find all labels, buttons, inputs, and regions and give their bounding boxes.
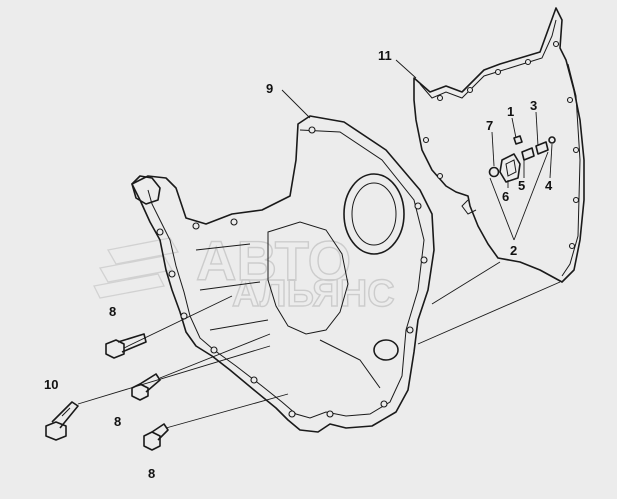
watermark-logo: АВТО АЛЬЯНС	[93, 228, 395, 316]
callout-11[interactable]: 11	[378, 48, 392, 63]
callout-1[interactable]: 1	[507, 104, 514, 119]
callout-9[interactable]: 9	[266, 81, 273, 96]
fitting-assembly[interactable]	[488, 135, 556, 183]
watermark-line-1: АВТО	[196, 229, 351, 292]
callout-8-middle[interactable]: 8	[114, 414, 121, 429]
valve-body-part-6[interactable]	[499, 153, 521, 183]
cap-part-1[interactable]	[513, 135, 523, 145]
bolt-part-8-upper[interactable]	[105, 333, 147, 359]
callout-4[interactable]: 4	[545, 178, 553, 193]
o-ring-part-7[interactable]	[488, 166, 500, 178]
callout-5[interactable]: 5	[518, 178, 525, 193]
callout-7[interactable]: 7	[486, 118, 493, 133]
spring-part-5[interactable]	[521, 147, 535, 161]
callout-8-upper[interactable]: 8	[109, 304, 116, 319]
callout-10[interactable]: 10	[44, 377, 58, 392]
callout-2[interactable]: 2	[510, 243, 517, 258]
gasket-part-11[interactable]	[413, 7, 585, 283]
bolt-part-8-lower[interactable]	[143, 423, 169, 451]
leader-lines	[77, 59, 561, 429]
bolt-part-8-middle[interactable]	[131, 373, 161, 401]
housing-part-9[interactable]	[131, 115, 435, 433]
watermark-line-2: АЛЬЯНС	[232, 273, 395, 315]
bolt-part-10[interactable]	[45, 401, 79, 441]
callout-6[interactable]: 6	[502, 189, 509, 204]
plug-part-3[interactable]	[535, 141, 549, 155]
callout-labels: 9 11 1 3 7 5 4 6 2 8 10 8 8	[44, 48, 553, 481]
washer-part-4[interactable]	[548, 136, 556, 144]
callout-3[interactable]: 3	[530, 98, 537, 113]
callout-8-lower[interactable]: 8	[148, 466, 155, 481]
